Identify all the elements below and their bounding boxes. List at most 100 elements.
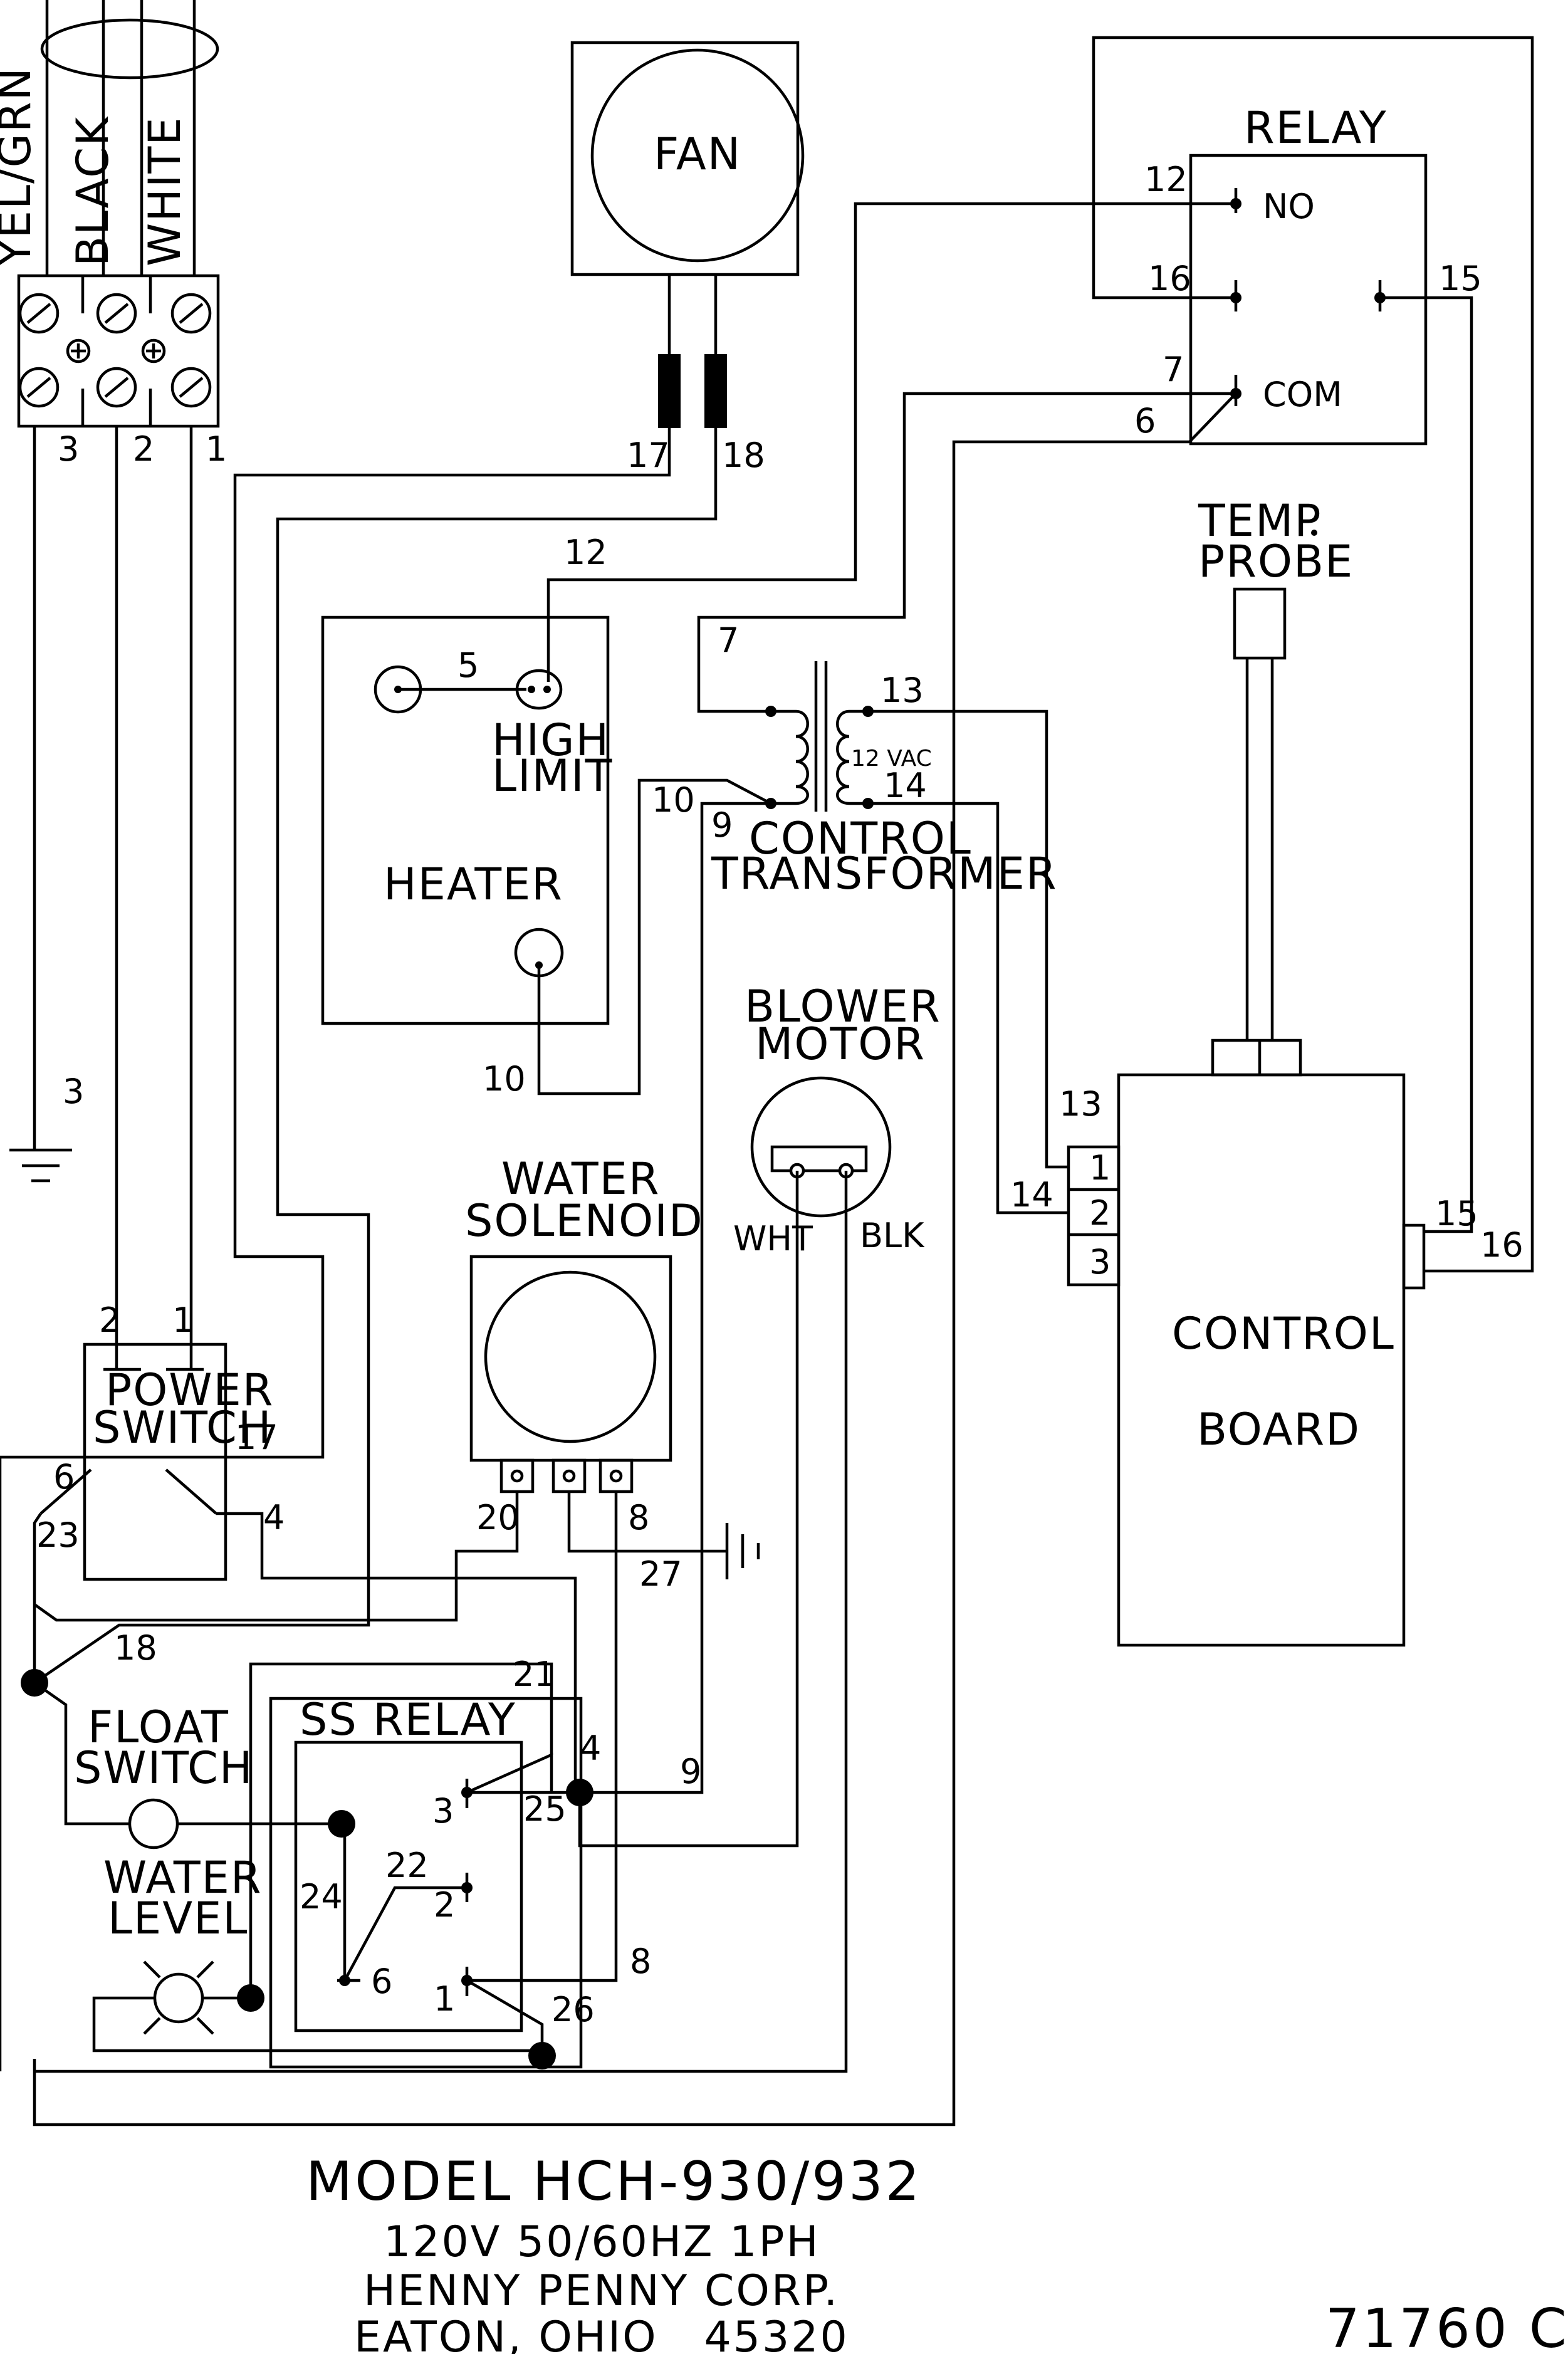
blower-blk-wire [34,1171,848,2073]
wire-27 [567,1492,727,1553]
ps-wire-23-label: 23 [36,1515,80,1555]
wire-17 [0,428,671,1459]
terminal-block: 3 2 1 [17,274,227,469]
board-pin-3: 3 [1089,1242,1111,1282]
wire-14-label: 14 [884,766,927,805]
cord-wire-black: BLACK [67,116,118,266]
wire-8-label-a: 8 [628,1498,649,1537]
wire-25-label: 25 [523,1789,567,1829]
board-pin-2: 2 [1089,1193,1111,1233]
wire-21-label: 21 [513,1655,556,1694]
blower-motor: BLOWER MOTOR WHT BLK [733,981,941,1258]
wire-3-label: 3 [63,1072,84,1111]
ss-pin-3: 3 [432,1791,454,1831]
company-label: HENNY PENNY CORP. [363,2266,839,2316]
wire-18-label-b: 18 [114,1628,157,1668]
solenoid-line2: SOLENOID [465,1195,704,1247]
wire-6 [33,392,1237,2126]
board-wire-16-label: 16 [1480,1225,1524,1265]
transformer-voltage: 12 VAC [851,746,932,772]
wire-4-label-b: 4 [580,1729,601,1768]
wire-8 [467,1492,618,1982]
wire-14 [868,802,1069,1215]
wire-8-label-b: 8 [630,1942,651,1981]
wire-7-relay-label: 7 [1163,350,1184,389]
float-switch-line2: SWITCH [74,1742,253,1794]
ps-wire-4-label: 4 [263,1498,285,1537]
terminal-3-label: 3 [58,429,79,469]
wire-13 [868,709,1069,1169]
heater-label: HEATER [384,859,563,910]
rating-label: 120V 50/60HZ 1PH [384,2217,820,2267]
relay-com-label: COM [1263,375,1342,414]
wire-18 [33,428,718,1684]
transformer-line1: CONTROL [749,813,972,864]
power-switch: POWER SWITCH 2 1 17 6 23 4 [36,1300,285,1581]
ss-relay: SS RELAY 3 2 6 1 24 22 21 4 25 9 26 [249,1655,701,2069]
control-transformer: 12 VAC CONTROL TRANSFORMER 7 9 13 14 [711,620,1058,899]
wire-6-relay-label: 6 [1134,401,1156,441]
control-board-line1: CONTROL [1172,1308,1395,1359]
terminal-1-label: 1 [206,429,227,469]
location-label: EATON, OHIO 45320 [354,2313,849,2354]
water-level-line1: WATER [103,1852,262,1903]
water-solenoid: WATER SOLENOID 20 8 27 [465,1153,704,1594]
temp-probe-line1: TEMP [1198,495,1322,547]
ss-pin-6: 6 [371,1962,392,2001]
temp-probe: TEMP PROBE [1198,495,1354,1077]
transformer-line2: TRANSFORMER [711,848,1058,899]
wire-16-loop [1092,36,1534,1273]
ps-wire-6-label: 6 [53,1457,75,1497]
wire-5-label: 5 [457,646,479,685]
wire-24-label: 24 [300,1877,343,1917]
relay: RELAY NO COM 12 16 15 7 6 [1134,102,1482,446]
wire-22-label: 22 [385,1846,429,1885]
board-wire-13-label: 13 [1059,1084,1102,1124]
blower-line2: MOTOR [755,1018,926,1070]
blower-wht-label: WHT [733,1219,813,1258]
wire-18-label: 18 [722,436,765,475]
wire-13-label: 13 [881,671,924,710]
relay-no-label: NO [1263,187,1315,226]
board-pin-1: 1 [1089,1148,1111,1188]
blower-line1: BLOWER [745,981,941,1032]
wire-10-label-b: 10 [483,1059,526,1099]
wire-12-heater-label: 12 [564,533,607,572]
power-cord: YEL/GRN BLACK WHITE [0,0,219,276]
wire-10-heater [537,778,772,1096]
fan: FAN 17 18 [570,41,805,475]
heater: 5 HIGH LIMIT HEATER 12 [321,533,613,1025]
wire-9-label-b: 9 [680,1752,701,1791]
control-board-line2: BOARD [1197,1404,1361,1455]
wire-26-label: 26 [551,1990,595,2029]
drawing-number: 71760 C [1325,2298,1568,2354]
ps-wire-17-label: 17 [235,1418,278,1457]
cord-wire-white: WHITE [139,117,191,266]
control-board: 1 2 3 CONTROL BOARD 13 14 15 16 [1010,1073,1524,1647]
solenoid-line1: WATER [501,1153,660,1205]
wire-9-label: 9 [711,805,733,845]
blower-wht-wire [578,1171,799,1848]
high-limit-line2: LIMIT [492,750,613,802]
power-switch-line1: POWER [105,1364,274,1416]
cord-wire-yelgrn: YEL/GRN [0,66,41,267]
power-switch-line2: SWITCH [93,1402,272,1453]
wire-4 [216,1512,577,1792]
wire-15-relay-label: 15 [1439,259,1482,298]
ss-relay-title: SS RELAY [300,1694,516,1745]
ss-pin-2: 2 [434,1885,455,1925]
board-wire-14-label: 14 [1010,1175,1053,1215]
wire-12-relay-label: 12 [1144,160,1188,199]
ss-pin-1: 1 [434,1979,455,2019]
wire-16-relay-label: 16 [1148,259,1191,298]
float-switch-line1: FLOAT [88,1702,229,1753]
relay-title: RELAY [1244,102,1388,154]
ground-connection: 3 [9,426,84,1183]
temp-probe-line2: PROBE [1198,536,1354,587]
wire-20-label: 20 [476,1498,520,1537]
wire-7-label: 7 [718,620,739,660]
wire-17-label: 17 [627,436,670,475]
terminal-2-label: 2 [133,429,154,469]
board-wire-15-label: 15 [1435,1194,1478,1233]
